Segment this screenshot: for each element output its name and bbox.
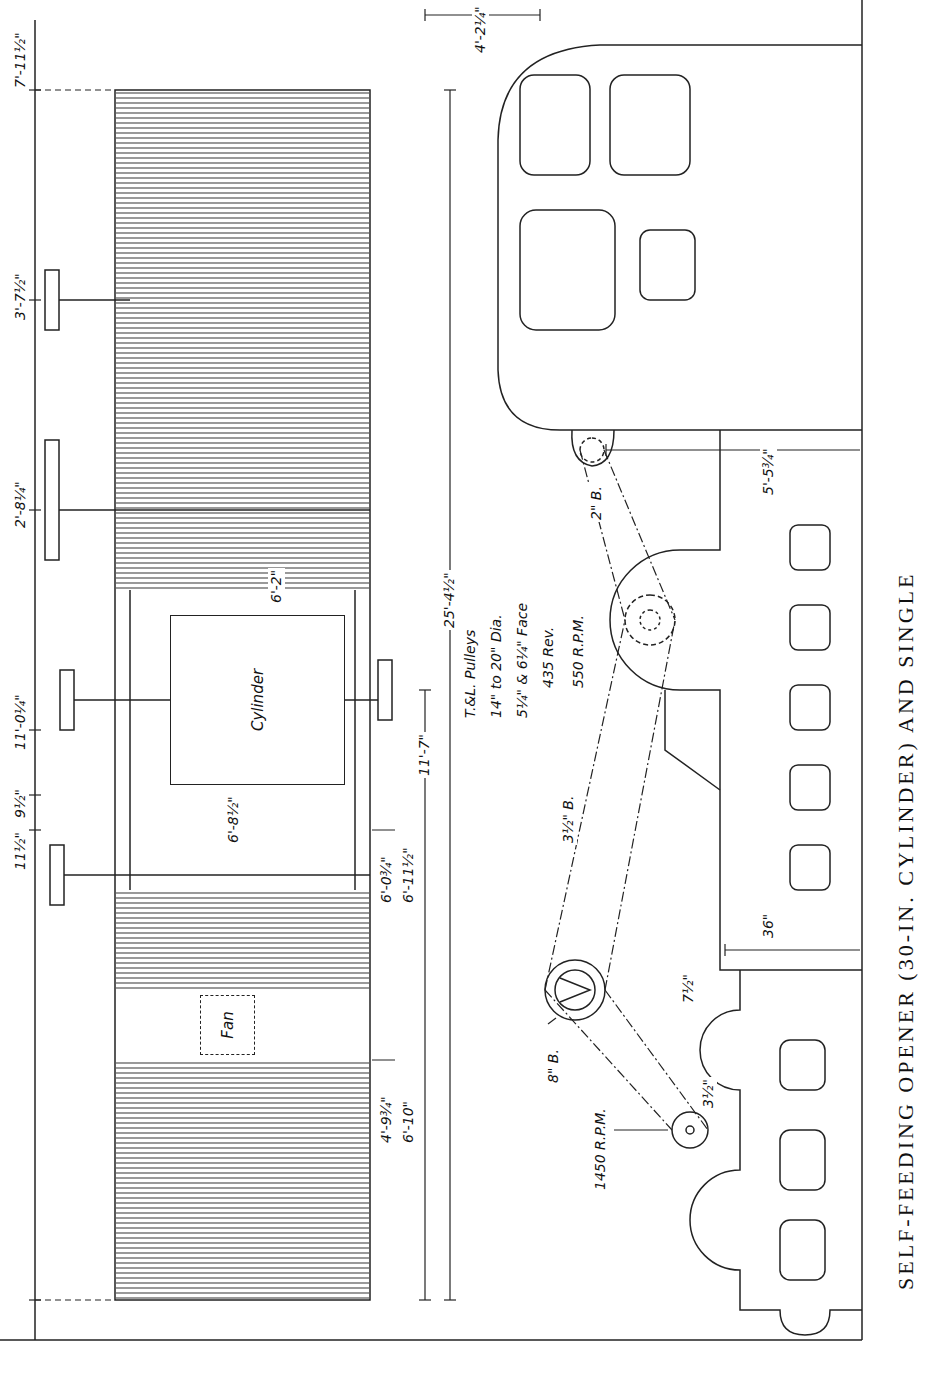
dimension-label: 6'-11½" — [400, 845, 417, 905]
dimension-label: 6'-10" — [400, 1099, 417, 1145]
dimension-label: 550 R.P.M. — [570, 613, 587, 690]
dimension-label: 4'-9¾" — [378, 1094, 395, 1145]
dimension-label: 7½" — [680, 972, 697, 1005]
cylinder-box: Cylinder — [170, 615, 345, 785]
figure-caption: SELF-FEEDING OPENER (30-IN. CYLINDER) AN… — [893, 572, 919, 1290]
dimension-label: 435 Rev. — [540, 625, 557, 690]
dimension-label: 6'-8½" — [225, 794, 242, 845]
fan-box: Fan — [200, 995, 255, 1055]
dimension-label: 5¼" & 6¼" Face — [514, 601, 531, 720]
dimension-label: 3½" — [700, 1077, 717, 1110]
dimension-label: 3'-7½" — [12, 271, 29, 322]
dimension-label: 7'-11½" — [12, 30, 29, 90]
dimension-label: T.&L. Pulleys — [462, 628, 479, 720]
dimension-label: 9½" — [12, 787, 29, 820]
dimension-label: 8" B. — [545, 1047, 562, 1085]
dimension-label: 6'-2" — [268, 568, 285, 605]
dimension-label: 3½" B. — [560, 794, 577, 845]
dimension-label: 2" B. — [588, 484, 605, 522]
part-name: Cylinder — [249, 669, 267, 731]
dimension-label: 14" to 20" Dia. — [488, 612, 505, 720]
dimension-label: 25'-4½" — [441, 570, 458, 630]
dimension-label: 11'-0¼" — [12, 692, 29, 752]
dimension-label: 2'-8¼" — [12, 479, 29, 530]
dimension-label: 1450 R.P.M. — [592, 1106, 609, 1192]
dimension-label: 11'-7" — [416, 732, 433, 778]
dimension-label: 6'-0¾" — [378, 854, 395, 905]
dimension-label: 5'-5¾" — [760, 446, 777, 497]
dimension-label: 36" — [760, 912, 777, 940]
part-name: Fan — [219, 1011, 237, 1038]
dimension-label: 11½" — [12, 830, 29, 872]
dimension-label: 4'-2¼" — [472, 4, 489, 55]
